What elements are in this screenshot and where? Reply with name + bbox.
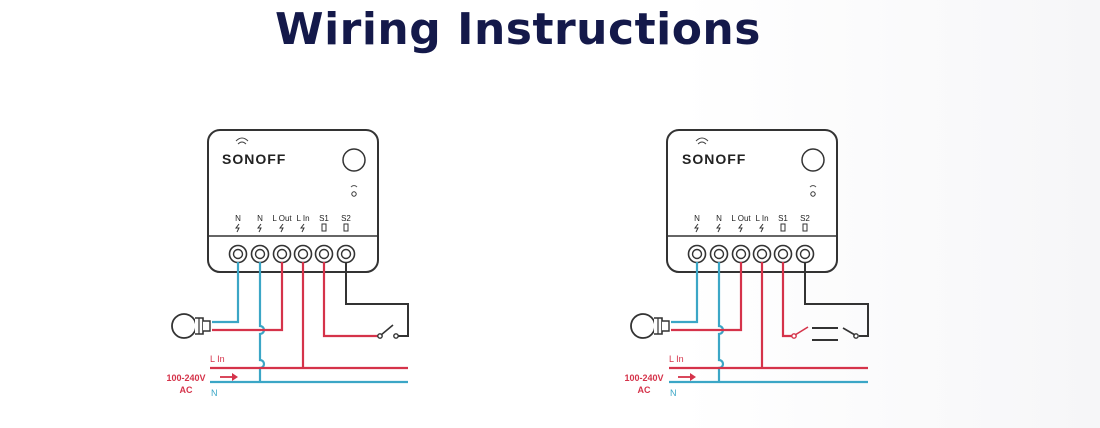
voltage-label: 100-240V — [166, 373, 205, 383]
lightbulb-icon — [171, 313, 211, 339]
terminal-row — [687, 244, 815, 264]
s2-wire — [804, 262, 869, 337]
switch-lever — [380, 324, 394, 336]
wifi-led-icon — [809, 185, 817, 188]
live-out-wire — [212, 262, 284, 332]
terminal-label-n2: N — [257, 214, 263, 223]
switch-input-icon — [802, 223, 808, 232]
terminal-label-l-in: L In — [755, 214, 768, 223]
arrow-right-icon — [678, 373, 696, 381]
terminal-label-n1: N — [235, 214, 241, 223]
lightning-icon — [759, 223, 764, 233]
arrow-right-icon — [220, 373, 238, 381]
wifi-led-icon — [350, 185, 358, 188]
neutral-wire-lamp — [671, 262, 699, 324]
lightning-icon — [235, 223, 240, 233]
terminal-label-n2: N — [716, 214, 722, 223]
switch-contact — [393, 333, 399, 339]
terminal-label-s1: S1 — [778, 214, 788, 223]
lightning-icon — [716, 223, 721, 233]
s2-wire — [345, 262, 409, 337]
wiring-diagram-single-switch: SONOFF N N L Out L In S1 S2 — [166, 129, 409, 398]
switch-lever — [842, 327, 856, 336]
neutral-label: N — [211, 388, 218, 398]
pairing-button — [342, 148, 366, 172]
neutral-label: N — [670, 388, 677, 398]
brand-logo: SONOFF — [222, 151, 286, 167]
ac-label: AC — [180, 385, 193, 395]
status-led — [351, 191, 357, 197]
live-out-wire — [671, 262, 743, 332]
switch-input-icon — [321, 223, 327, 232]
terminal-label-l-in: L In — [296, 214, 309, 223]
terminal-label-l-out: L Out — [731, 214, 751, 223]
status-led — [810, 191, 816, 197]
lightbulb-icon — [630, 313, 670, 339]
s1-wire — [322, 262, 378, 338]
terminal-label-s1: S1 — [319, 214, 329, 223]
wifi-signal-icon — [695, 137, 709, 145]
live-in-label: L In — [669, 354, 684, 364]
switch-lever — [794, 326, 809, 336]
neutral-wire-lamp — [212, 262, 240, 324]
terminal-label-n1: N — [694, 214, 700, 223]
terminal-label-s2: S2 — [341, 214, 351, 223]
wifi-signal-icon — [235, 137, 249, 145]
pairing-button — [801, 148, 825, 172]
wiring-diagram-two-way-switch: SONOFF N N L Out L In S1 S2 L In 100-240… — [624, 129, 869, 398]
lightning-icon — [694, 223, 699, 233]
page-title: Wiring Instructions — [275, 4, 761, 55]
lightning-icon — [279, 223, 284, 233]
lightning-icon — [300, 223, 305, 233]
brand-logo: SONOFF — [682, 151, 746, 167]
terminal-row — [228, 244, 356, 264]
switch-input-icon — [780, 223, 786, 232]
terminal-label-s2: S2 — [800, 214, 810, 223]
s1-wire — [781, 262, 792, 338]
terminal-label-l-out: L Out — [272, 214, 292, 223]
ac-label: AC — [638, 385, 651, 395]
switch-input-icon — [343, 223, 349, 232]
live-in-label: L In — [210, 354, 225, 364]
lightning-icon — [257, 223, 262, 233]
neutral-wire-supply — [258, 262, 266, 382]
lightning-icon — [738, 223, 743, 233]
neutral-wire-supply — [717, 262, 725, 382]
voltage-label: 100-240V — [624, 373, 663, 383]
